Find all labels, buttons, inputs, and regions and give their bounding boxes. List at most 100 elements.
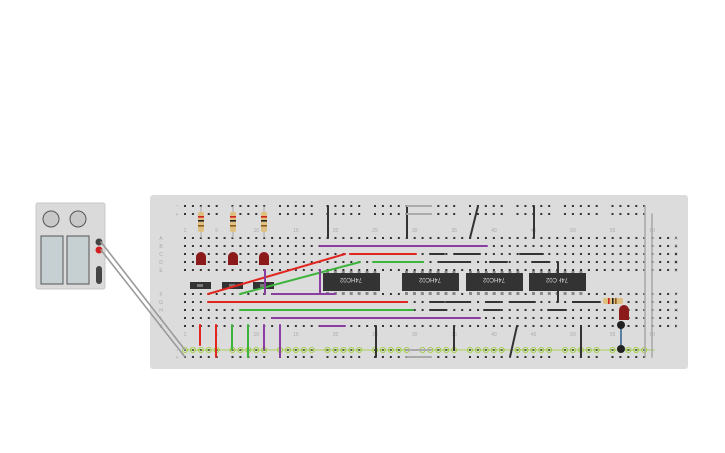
breadboard-hole[interactable] — [564, 261, 567, 263]
rail-hole[interactable] — [484, 356, 487, 358]
breadboard-hole[interactable] — [294, 253, 297, 255]
breadboard-hole[interactable] — [587, 245, 590, 247]
slide-switch-knob[interactable] — [229, 284, 235, 287]
rail-hole[interactable] — [516, 213, 519, 215]
breadboard-hole[interactable] — [548, 261, 551, 263]
breadboard-hole[interactable] — [239, 269, 242, 271]
rail-hole[interactable] — [524, 213, 527, 215]
breadboard-hole[interactable] — [207, 245, 210, 247]
breadboard-hole[interactable] — [215, 237, 218, 239]
breadboard-hole[interactable] — [215, 309, 218, 311]
breadboard-hole[interactable] — [667, 245, 670, 247]
rail-hole[interactable] — [310, 205, 313, 207]
breadboard-hole[interactable] — [477, 269, 480, 271]
rail-hole[interactable] — [342, 356, 345, 358]
breadboard-hole[interactable] — [366, 269, 369, 271]
breadboard-hole[interactable] — [572, 261, 575, 263]
breadboard-hole[interactable] — [310, 261, 313, 263]
breadboard-hole[interactable] — [611, 237, 614, 239]
breadboard-hole[interactable] — [580, 253, 582, 255]
rail-hole[interactable] — [540, 205, 543, 207]
breadboard-hole[interactable] — [207, 325, 210, 327]
wire-red[interactable] — [207, 253, 346, 295]
breadboard-hole[interactable] — [524, 269, 527, 271]
slide-switch-knob[interactable] — [197, 284, 203, 287]
breadboard-hole[interactable] — [635, 269, 638, 271]
breadboard-hole[interactable] — [199, 317, 202, 319]
breadboard-hole[interactable] — [286, 237, 289, 239]
breadboard-hole[interactable] — [524, 325, 527, 327]
breadboard-hole[interactable] — [247, 237, 250, 239]
breadboard-hole[interactable] — [556, 325, 559, 327]
breadboard-hole[interactable] — [675, 325, 678, 327]
breadboard-hole[interactable] — [619, 253, 622, 255]
breadboard-hole[interactable] — [548, 245, 551, 247]
rail-hole[interactable] — [350, 213, 353, 215]
breadboard-hole[interactable] — [342, 269, 345, 271]
breadboard-hole[interactable] — [413, 237, 416, 239]
breadboard-hole[interactable] — [271, 261, 274, 263]
rail-hole[interactable] — [247, 213, 250, 215]
rail-hole[interactable] — [635, 356, 638, 358]
breadboard-hole[interactable] — [255, 325, 258, 327]
breadboard-hole[interactable] — [271, 269, 274, 271]
rail-hole[interactable] — [587, 205, 590, 207]
rail-hole[interactable] — [397, 213, 400, 215]
breadboard-hole[interactable] — [564, 237, 567, 239]
breadboard-hole[interactable] — [413, 269, 416, 271]
rail-hole[interactable] — [381, 205, 384, 207]
rail-hole[interactable] — [199, 356, 202, 358]
breadboard-hole[interactable] — [389, 269, 392, 271]
rail-hole[interactable] — [310, 213, 313, 215]
breadboard-hole[interactable] — [215, 293, 218, 295]
breadboard-hole[interactable] — [215, 253, 218, 255]
resistor[interactable] — [261, 212, 267, 232]
breadboard-hole[interactable] — [271, 245, 274, 247]
breadboard-hole[interactable] — [587, 293, 590, 295]
rail-hole[interactable] — [437, 205, 440, 207]
positive-terminal[interactable] — [95, 246, 103, 254]
breadboard-hole[interactable] — [659, 261, 662, 263]
breadboard-hole[interactable] — [215, 317, 218, 319]
breadboard-hole[interactable] — [437, 269, 440, 271]
resistor[interactable] — [230, 212, 236, 232]
rail-hole[interactable] — [627, 205, 630, 207]
breadboard-hole[interactable] — [413, 309, 416, 311]
chip-74hc02[interactable]: 74HC02 — [402, 271, 459, 295]
breadboard-hole[interactable] — [191, 261, 194, 263]
breadboard-hole[interactable] — [484, 237, 487, 239]
rail-hole[interactable] — [184, 205, 186, 207]
breadboard-hole[interactable] — [342, 237, 345, 239]
breadboard-hole[interactable] — [358, 269, 361, 271]
rail-hole[interactable] — [350, 356, 353, 358]
breadboard-hole[interactable] — [516, 237, 519, 239]
breadboard-hole[interactable] — [286, 253, 289, 255]
rail-hole[interactable] — [619, 205, 622, 207]
breadboard-hole[interactable] — [310, 253, 313, 255]
breadboard-hole[interactable] — [603, 261, 606, 263]
breadboard-hole[interactable] — [199, 309, 202, 311]
rail-hole[interactable] — [595, 356, 598, 358]
breadboard-hole[interactable] — [334, 261, 337, 263]
rail-hole[interactable] — [453, 356, 456, 358]
breadboard-hole[interactable] — [484, 325, 487, 327]
breadboard-hole[interactable] — [580, 237, 582, 239]
rail-hole[interactable] — [587, 356, 590, 358]
breadboard-hole[interactable] — [603, 293, 606, 295]
breadboard-hole[interactable] — [619, 245, 622, 247]
breadboard-hole[interactable] — [675, 253, 678, 255]
breadboard-hole[interactable] — [350, 261, 353, 263]
breadboard-hole[interactable] — [429, 269, 432, 271]
rail-hole[interactable] — [643, 356, 646, 358]
breadboard-hole[interactable] — [508, 325, 511, 327]
power-supply[interactable] — [35, 202, 106, 290]
breadboard-hole[interactable] — [587, 237, 590, 239]
breadboard-hole[interactable] — [437, 261, 440, 263]
breadboard-hole[interactable] — [302, 325, 305, 327]
breadboard-hole[interactable] — [524, 245, 527, 247]
breadboard-hole[interactable] — [611, 261, 614, 263]
breadboard-hole[interactable] — [484, 269, 487, 271]
breadboard-hole[interactable] — [279, 269, 282, 271]
breadboard-hole[interactable] — [223, 317, 226, 319]
rail-hole[interactable] — [516, 356, 519, 358]
